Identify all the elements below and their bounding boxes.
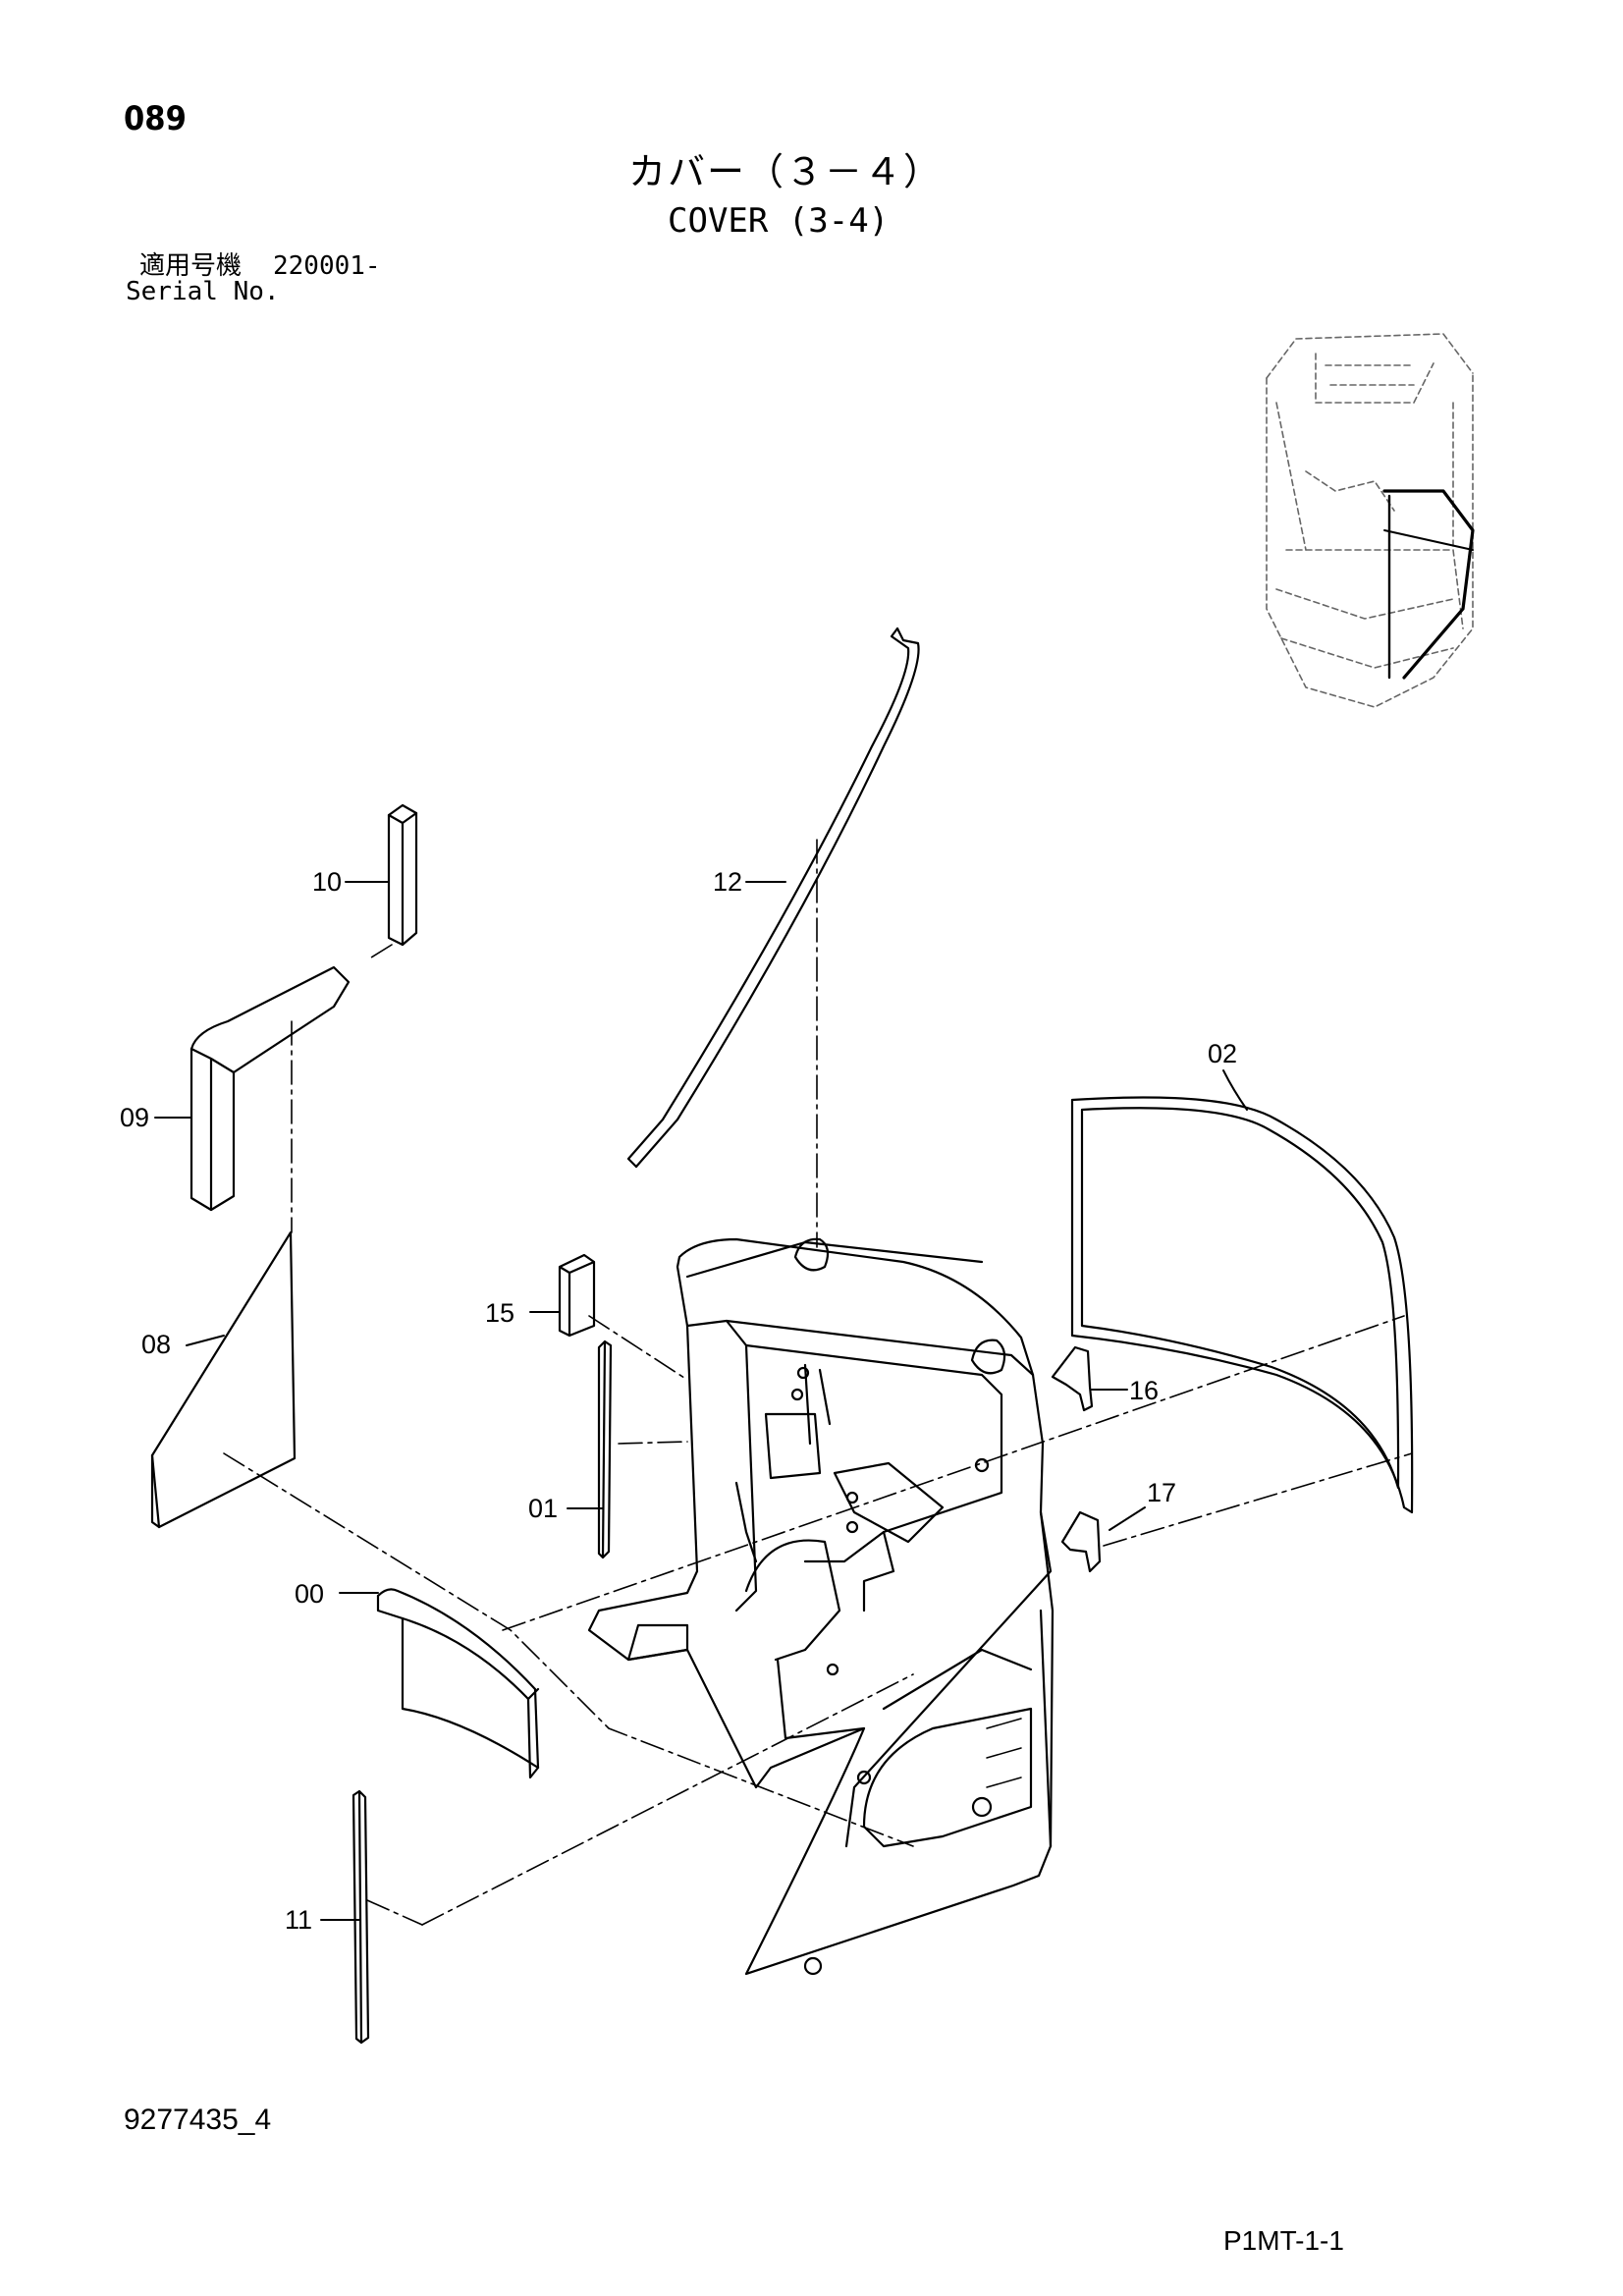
part-01-strip xyxy=(597,1339,613,1559)
serial-label-english: Serial No. xyxy=(126,277,280,306)
part-00-shield xyxy=(376,1588,540,1779)
part-09-l-pad xyxy=(189,965,351,1212)
part-08-panel xyxy=(150,1230,297,1529)
callout-01: 01 xyxy=(528,1494,558,1523)
callout-15: 15 xyxy=(485,1298,514,1328)
serial-label-japanese: 適用号機 xyxy=(139,251,243,281)
machine-overview-thumbnail xyxy=(1266,333,1475,708)
callout-leaders xyxy=(154,881,1248,1921)
callout-09: 09 xyxy=(120,1103,149,1132)
callout-02: 02 xyxy=(1208,1039,1237,1068)
part-16-clip xyxy=(1051,1345,1094,1412)
callout-12: 12 xyxy=(713,867,742,897)
part-17-clip xyxy=(1060,1510,1102,1573)
serial-value: 220001- xyxy=(273,251,381,281)
callout-16: 16 xyxy=(1129,1376,1159,1405)
callout-10: 10 xyxy=(312,867,342,897)
part-10-block xyxy=(387,803,418,947)
part-02-curved-glass xyxy=(1070,1096,1414,1514)
part-12-rubber-strip xyxy=(626,627,920,1169)
callout-17: 17 xyxy=(1147,1478,1176,1507)
document-id: 9277435_4 xyxy=(124,2104,272,2136)
page-title-english: COVER (3-4) xyxy=(668,201,890,241)
callout-00: 00 xyxy=(295,1579,324,1609)
callout-08: 08 xyxy=(141,1330,171,1359)
part-11-strip xyxy=(352,1789,370,2045)
sheet-code: P1MT-1-1 xyxy=(1223,2225,1344,2256)
callout-11: 11 xyxy=(285,1905,312,1935)
projection-lines xyxy=(223,839,1413,1926)
part-15-block xyxy=(558,1253,596,1338)
callout-labels: 10 12 02 09 15 08 16 01 17 00 11 xyxy=(120,867,1237,1935)
page-title-japanese: カバー（３－４） xyxy=(628,150,944,193)
page-number: 089 xyxy=(124,99,187,138)
cab-frame-assembly xyxy=(587,1237,1055,1976)
